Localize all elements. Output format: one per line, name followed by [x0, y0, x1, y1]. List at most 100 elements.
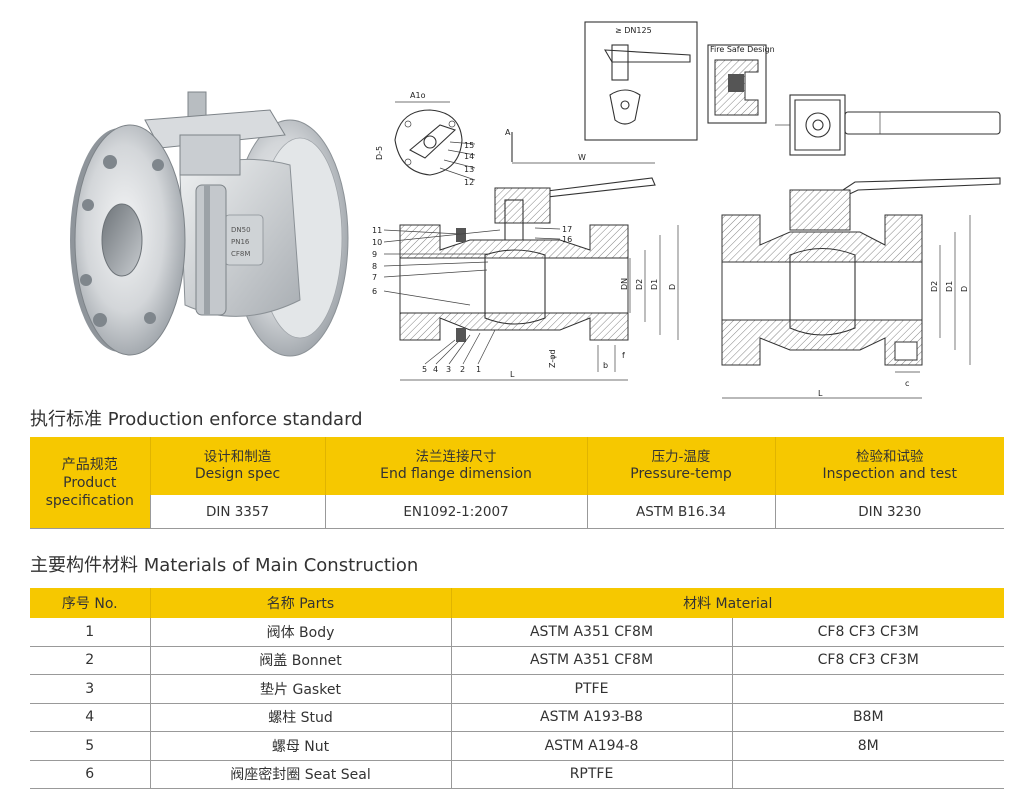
label-zd: Z-φd	[548, 349, 557, 368]
row-material-2	[731, 760, 1004, 789]
table-row: 5 螺母 Nut ASTM A194-8 8M	[30, 731, 1004, 761]
body-marking-1: DN50	[231, 226, 251, 234]
row-material-2: CF8 CF3 CF3M	[731, 646, 1004, 675]
row-part: 垫片 Gasket	[149, 674, 451, 704]
valve-photo: DN50 PN16 CF8M	[70, 91, 349, 357]
row-material-1: ASTM A351 CF8M	[450, 618, 732, 647]
product-spec-cn: 产品规范	[61, 456, 118, 473]
header-design-spec-en: Design spec	[194, 466, 281, 482]
callout-4: 4	[433, 365, 438, 374]
header-flange-dim-cn: 法兰连接尺寸	[415, 449, 497, 465]
callout-6: 6	[372, 287, 377, 296]
top-view-small: A1o D-5 15 14 13 12	[375, 91, 476, 187]
callout-1: 1	[476, 365, 481, 374]
table-row: 6 阀座密封圈 Seat Seal RPTFE	[30, 760, 1004, 789]
row-material-1: PTFE	[450, 674, 732, 704]
label-d-right: D	[960, 286, 969, 292]
row-material-1: ASTM A194-8	[450, 731, 732, 761]
header-inspection-cn: 检验和试验	[856, 449, 924, 465]
header-flange-dim-en: End flange dimension	[380, 466, 532, 482]
callout-10: 10	[372, 238, 382, 247]
label-l: L	[510, 370, 515, 379]
body-marking-2: PN16	[231, 238, 250, 246]
section-drawing-main: A W 11 10 9 8 7 6 17 16	[372, 128, 679, 381]
label-l-right: L	[818, 389, 823, 398]
callout-17: 17	[562, 225, 572, 234]
label-w: W	[578, 153, 586, 162]
label-f: f	[622, 351, 625, 360]
row-material-2: 8M	[731, 731, 1004, 761]
label-c: c	[905, 379, 909, 388]
detail-dn125: ≥ DN125	[584, 21, 698, 141]
row-material-2	[731, 674, 1004, 704]
callout-3: 3	[446, 365, 451, 374]
callout-16: 16	[562, 235, 572, 244]
label-dn125: ≥ DN125	[615, 26, 652, 35]
callout-5: 5	[422, 365, 427, 374]
value-inspection: DIN 3230	[774, 495, 1004, 529]
detail-fire-safe: Fire Safe Design	[707, 44, 775, 124]
plan-view	[775, 94, 1001, 156]
value-flange-dim: EN1092-1:2007	[324, 495, 587, 529]
header-pressure-temp: 压力-温度 Pressure-temp	[586, 437, 775, 495]
callout-15: 15	[464, 141, 474, 150]
callout-9: 9	[372, 250, 377, 259]
body-marking-3: CF8M	[231, 250, 250, 258]
row-no: 3	[30, 674, 150, 704]
header-no: 序号 No.	[30, 588, 150, 618]
row-no: 2	[30, 646, 150, 675]
label-b: b	[603, 361, 608, 370]
label-a: A	[505, 128, 511, 137]
row-part: 阀体 Body	[149, 618, 451, 647]
row-material-2: CF8 CF3 CF3M	[731, 618, 1004, 647]
label-d1: D1	[650, 279, 659, 290]
value-pressure-temp: ASTM B16.34	[586, 495, 775, 529]
product-spec-en1: Product	[63, 474, 117, 491]
table-row: 4 螺柱 Stud ASTM A193-B8 B8M	[30, 703, 1004, 732]
header-inspection: 检验和试验 Inspection and test	[774, 437, 1004, 495]
callout-11: 11	[372, 226, 382, 235]
label-d5: D-5	[375, 146, 384, 160]
section-drawing-right: D2 D1 D c L	[721, 177, 1001, 399]
header-pressure-temp-cn: 压力-温度	[651, 449, 711, 465]
row-no: 1	[30, 618, 150, 647]
label-fire-safe: Fire Safe Design	[710, 45, 775, 54]
row-material-1: RPTFE	[450, 760, 732, 789]
callout-2: 2	[460, 365, 465, 374]
table-row: 2 阀盖 Bonnet ASTM A351 CF8M CF8 CF3 CF3M	[30, 646, 1004, 675]
header-pressure-temp-en: Pressure-temp	[630, 466, 732, 482]
label-d1-right: D1	[945, 281, 954, 292]
callout-14: 14	[464, 152, 474, 161]
row-material-1: ASTM A351 CF8M	[450, 646, 732, 675]
row-material-1: ASTM A193-B8	[450, 703, 732, 732]
label-dn: DN	[620, 278, 629, 290]
label-d2-right: D2	[930, 281, 939, 292]
label-d2: D2	[635, 279, 644, 290]
header-material: 材料 Material	[450, 588, 1004, 618]
product-spec-cell: 产品规范 Product specification	[30, 437, 150, 529]
row-part: 阀盖 Bonnet	[149, 646, 451, 675]
row-material-2: B8M	[731, 703, 1004, 732]
row-no: 5	[30, 731, 150, 761]
table-row: 1 阀体 Body ASTM A351 CF8M CF8 CF3 CF3M	[30, 618, 1004, 647]
row-part: 阀座密封圈 Seat Seal	[149, 760, 451, 789]
row-no: 6	[30, 760, 150, 789]
technical-diagram: DN50 PN16 CF8M A1o D-5 15	[70, 21, 1001, 399]
header-flange-dim: 法兰连接尺寸 End flange dimension	[324, 437, 587, 495]
header-design-spec: 设计和制造 Design spec	[149, 437, 325, 495]
row-part: 螺母 Nut	[149, 731, 451, 761]
section-title-standards: 执行标准 Production enforce standard	[30, 409, 363, 430]
product-spec-en2: specification	[45, 492, 134, 509]
header-parts: 名称 Parts	[149, 588, 451, 618]
value-design-spec: DIN 3357	[149, 495, 325, 529]
callout-8: 8	[372, 262, 377, 271]
label-a1o: A1o	[410, 91, 426, 100]
header-inspection-en: Inspection and test	[822, 466, 957, 482]
callout-7: 7	[372, 273, 377, 282]
standards-table: 产品规范 Product specification 设计和制造 Design …	[30, 437, 1004, 529]
callout-13: 13	[464, 165, 474, 174]
materials-table: 序号 No. 名称 Parts 材料 Material 1 阀体 Body AS…	[30, 588, 1004, 789]
header-design-spec-cn: 设计和制造	[203, 449, 272, 465]
label-d: D	[668, 284, 677, 290]
section-title-materials: 主要构件材料 Materials of Main Construction	[30, 555, 419, 576]
